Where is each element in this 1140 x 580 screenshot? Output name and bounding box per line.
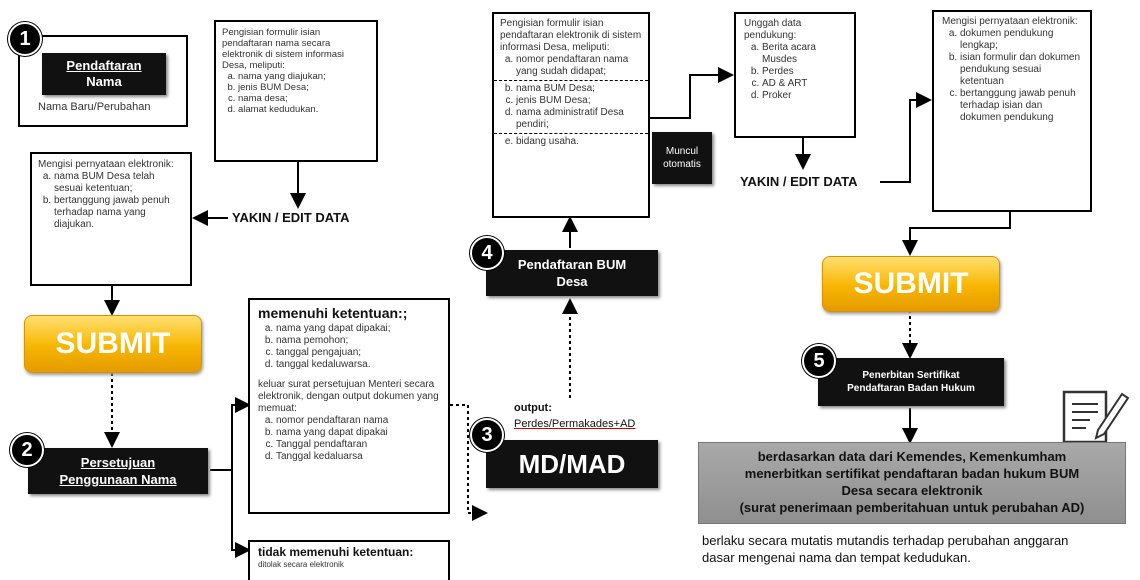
step4-title: Pendaftaran BUM Desa (486, 250, 658, 296)
step1-badge: 1 (8, 22, 42, 56)
statement1-item: nama BUM Desa telah sesuai ketentuan; (54, 171, 184, 195)
statement2-item: isian formulir dan dokumen pendukung ses… (960, 52, 1082, 88)
footer-note-line2: dasar mengenai nama dan tempat kedudukan… (702, 550, 971, 565)
footer-note-line1: berlaku secara mutatis mutandis terhadap… (702, 533, 1069, 548)
form4-item: bidang usaha. (516, 136, 642, 148)
form4-box: Pengisian formulir isian pendaftaran ele… (492, 12, 650, 218)
statement1-list: nama BUM Desa telah sesuai ketentuan; be… (38, 171, 184, 231)
form1-intro: Pengisian formulir isian pendaftaran nam… (222, 27, 344, 71)
form1-item: nama desa; (238, 93, 370, 104)
step1-frame: Pendaftaran Nama Nama Baru/Perubahan (18, 35, 188, 127)
approval-item: Tanggal pendaftaran (276, 439, 440, 451)
step2-title-line1: Persetujuan (80, 455, 156, 470)
approval-list: nomor pendaftaran nama nama yang dapat d… (258, 415, 440, 463)
arrow-step2-to-fulfil (210, 397, 251, 471)
arrow-form4-to-upload (650, 67, 734, 119)
statement1-item: bertanggung jawab penuh terhadap nama ya… (54, 195, 184, 231)
step3-badge: 3 (470, 418, 504, 452)
form1-box: Pengisian formulir isian pendaftaran nam… (214, 20, 378, 162)
arrow-yakin-to-statement2 (880, 92, 932, 183)
form4-list-e: bidang usaha. (500, 136, 642, 148)
form4-item: nomor pendaftaran nama yang sudah didapa… (516, 54, 642, 78)
submit-button-1[interactable]: SUBMIT (24, 315, 202, 373)
arrow-step2-to-notfulfil (231, 470, 251, 558)
form1-item: jenis BUM Desa; (238, 82, 370, 93)
approval-intro: keluar surat persetujuan Menteri secara … (258, 379, 439, 414)
certificate-line4: (surat penerimaan pemberitahuan untuk pe… (739, 500, 1085, 515)
fulfil-item: tanggal pengajuan; (276, 347, 440, 359)
upload-intro: Unggah data pendukung: (744, 18, 802, 41)
step5-title-line2: Pendaftaran Badan Hukum (847, 383, 975, 394)
certificate-line3: Desa secara elektronik (841, 483, 983, 498)
arrow-fulfil-to-mdmad (450, 404, 488, 521)
output-label: output: (514, 402, 552, 414)
output-value: Perdes/Permakades+AD (514, 418, 636, 430)
auto-label: Muncul otomatis (652, 132, 712, 184)
step1-title: Pendaftaran Nama (42, 53, 166, 95)
upload-item: Proker (762, 90, 846, 102)
notfulfil-title: tidak memenuhi ketentuan: (258, 545, 414, 559)
statement2-item: bertanggung jawab penuh terhadap isian d… (960, 88, 1082, 124)
upload-list: Berita acara Musdes Perdes AD & ART Prok… (744, 42, 846, 102)
step1-title-line1: Pendaftaran (66, 58, 142, 73)
fulfil-list: nama yang dapat dipakai; nama pemohon; t… (258, 323, 440, 371)
fulfil-item: nama pemohon; (276, 335, 440, 347)
upload-item: AD & ART (762, 78, 846, 90)
certificate-line1: berdasarkan data dari Kemendes, Kemenkum… (757, 449, 1067, 464)
form4-intro: Pengisian formulir isian pendaftaran ele… (500, 18, 642, 53)
step4-badge: 4 (470, 236, 504, 270)
approval-item: nomor pendaftaran nama (276, 415, 440, 427)
fulfil-item: tanggal kedaluwarsa. (276, 359, 440, 371)
step2-badge: 2 (10, 433, 44, 467)
submit-button-2[interactable]: SUBMIT (822, 256, 1000, 312)
form4-item: nama administratif Desa pendiri; (516, 107, 642, 131)
statement2-box: Mengisi pernyataan elektronik: dokumen p… (932, 10, 1092, 212)
step2-title-line2: Penggunaan Nama (59, 472, 177, 487)
form4-item: nama BUM Desa; (516, 83, 642, 95)
form1-item: nama yang diajukan; (238, 71, 370, 82)
statement1-intro: Mengisi pernyataan elektronik: (38, 159, 174, 170)
auto-label-line1: Muncul (665, 146, 699, 157)
form1-item: alamat kedudukan. (238, 104, 370, 115)
upload-item: Perdes (762, 66, 846, 78)
statement2-list: dokumen pendukung lengkap; isian formuli… (942, 28, 1082, 124)
step5-badge: 5 (802, 344, 836, 378)
approval-item: nama yang dapat dipakai (276, 427, 440, 439)
fulfil-title: memenuhi ketentuan:; (258, 305, 408, 321)
approval-item: Tanggal kedaluarsa (276, 451, 440, 463)
notfulfil-box: tidak memenuhi ketentuan: ditolak secara… (248, 540, 450, 580)
step5-title-line1: Penerbitan Sertifikat (862, 370, 960, 381)
form1-list: nama yang diajukan; jenis BUM Desa; nama… (222, 71, 370, 115)
statement2-item: dokumen pendukung lengkap; (960, 28, 1082, 52)
step3-title: MD/MAD (486, 440, 658, 488)
arrow-statement2-to-submit (902, 212, 1011, 256)
form4-list-bcd: nama BUM Desa; jenis BUM Desa; nama admi… (500, 83, 642, 131)
step5-title: Penerbitan Sertifikat Pendaftaran Badan … (818, 358, 1004, 406)
auto-label-line2: otomatis (663, 159, 701, 170)
fulfil-item: nama yang dapat dipakai; (276, 323, 440, 335)
step4-title-line2: Desa (556, 274, 588, 289)
yakin-edit-label-1[interactable]: YAKIN / EDIT DATA (232, 210, 350, 225)
statement2-intro: Mengisi pernyataan elektronik: (942, 16, 1078, 27)
step2-title: Persetujuan Penggunaan Nama (28, 448, 208, 494)
footer-note: berlaku secara mutatis mutandis terhadap… (702, 532, 1068, 566)
document-pen-icon (1060, 386, 1130, 448)
statement1-box: Mengisi pernyataan elektronik: nama BUM … (30, 152, 192, 286)
step1-caption: Nama Baru/Perubahan (38, 101, 151, 113)
notfulfil-sub: ditolak secara elektronik (258, 560, 344, 569)
form4-item: jenis BUM Desa; (516, 95, 642, 107)
step1-title-line2: Nama (86, 74, 122, 89)
form4-list-a: nomor pendaftaran nama yang sudah didapa… (500, 54, 642, 78)
yakin-edit-label-2[interactable]: YAKIN / EDIT DATA (740, 174, 858, 189)
upload-item: Berita acara Musdes (762, 42, 846, 66)
certificate-box: berdasarkan data dari Kemendes, Kemenkum… (698, 442, 1126, 524)
fulfil-box: memenuhi ketentuan:; nama yang dapat dip… (248, 298, 450, 514)
step4-title-line1: Pendaftaran BUM (517, 257, 627, 272)
certificate-line2: menerbitkan sertifikat pendaftaran badan… (744, 466, 1080, 481)
upload-box: Unggah data pendukung: Berita acara Musd… (734, 12, 856, 138)
